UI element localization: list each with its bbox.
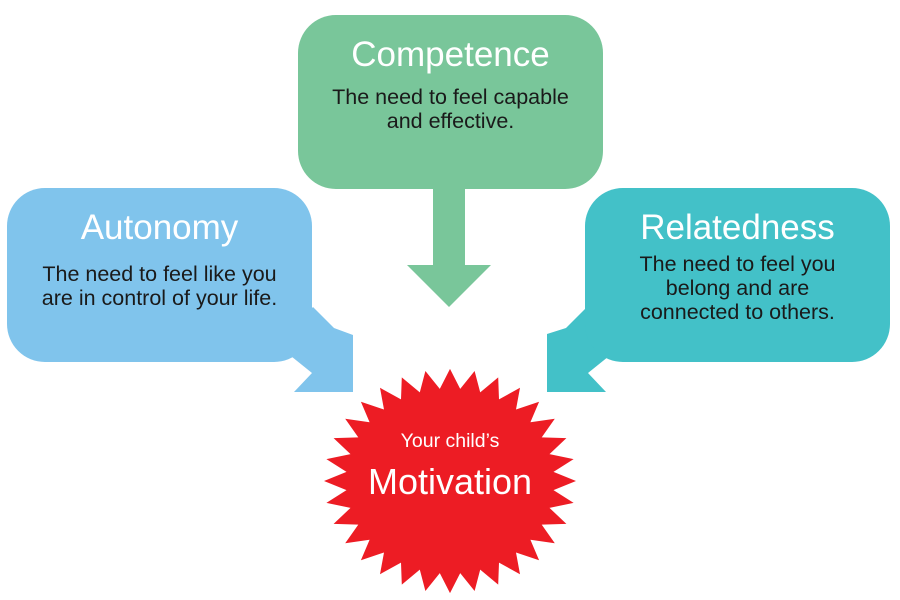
motivation-title: Motivation <box>367 461 533 502</box>
relatedness-description: The need to feel you belong and are conn… <box>639 252 836 324</box>
motivation-subtitle: Your child’s <box>400 430 500 452</box>
autonomy-title: Autonomy <box>80 208 239 247</box>
competence-description: The need to feel capable and effective. <box>332 85 569 133</box>
relatedness-title: Relatedness <box>640 208 835 247</box>
autonomy-description: The need to feel like you are in control… <box>41 262 278 310</box>
autonomy-box: Autonomy The need to feel like you are i… <box>7 188 312 362</box>
relatedness-box: Relatedness The need to feel you belong … <box>585 188 890 362</box>
competence-box: Competence The need to feel capable and … <box>298 15 603 189</box>
competence-title: Competence <box>351 35 550 74</box>
arrow-competence-to-motivation <box>407 180 491 307</box>
motivation-starburst <box>324 368 576 594</box>
